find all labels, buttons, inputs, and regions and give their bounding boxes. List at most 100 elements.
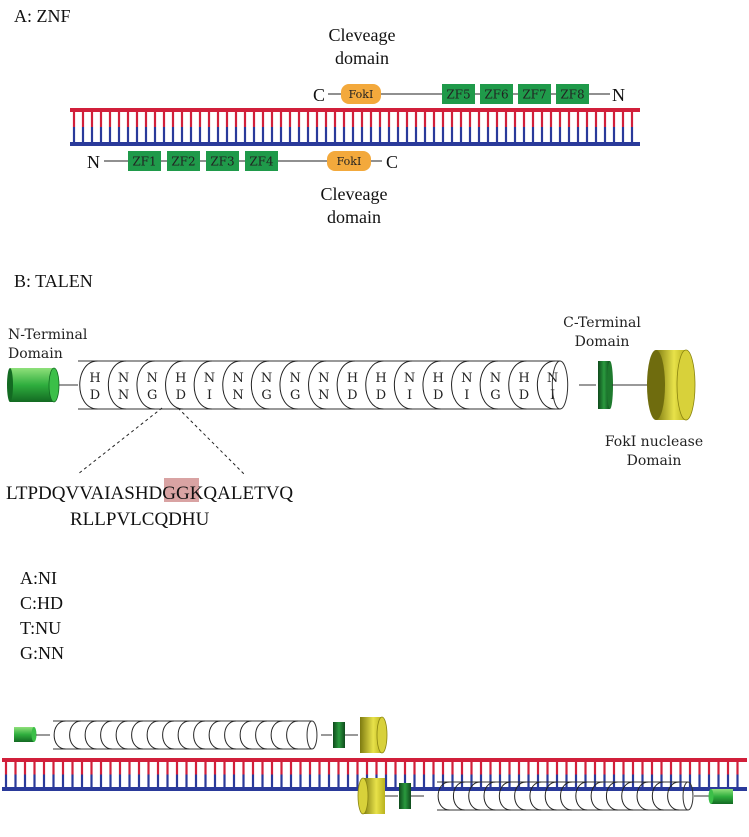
rvd-top-letter: N	[490, 371, 501, 386]
tale-repeat	[575, 781, 588, 811]
rvd-bottom-letter: D	[519, 388, 529, 403]
foki-label-top: FokI	[349, 88, 374, 101]
zinc-finger-box	[206, 151, 239, 171]
tale-repeat	[107, 360, 127, 410]
rvd-top-letter: H	[347, 371, 358, 386]
zinc-finger-box	[245, 151, 278, 171]
tale-repeat	[651, 781, 664, 811]
tale-repeat	[498, 781, 511, 811]
foki-nuclease-domain	[647, 349, 696, 421]
rvd-bottom-letter: I	[407, 388, 412, 403]
upper-nuclease	[360, 716, 388, 754]
cleavage-label-top-2: domain	[335, 48, 389, 68]
foki-domain-top	[341, 84, 381, 104]
zinc-finger-label: ZF8	[560, 88, 584, 102]
tale-repeat	[239, 720, 252, 750]
rvd-bottom-letter: D	[376, 388, 386, 403]
tale-repeat	[53, 720, 66, 750]
lower-c-terminal	[399, 783, 411, 809]
rvd-top-letter: H	[375, 371, 386, 386]
tale-repeat	[222, 360, 241, 410]
tale-repeat	[224, 720, 237, 750]
lower-n-terminal	[711, 789, 733, 804]
cleavage-label-bottom-2: domain	[327, 207, 381, 227]
rvd-bottom-letter: I	[464, 388, 469, 403]
hd-highlight	[164, 478, 199, 502]
tale-repeat	[483, 781, 496, 811]
rvd-bottom-letter: G	[147, 388, 157, 403]
sequence-suffix: GGKQALETVQ	[162, 483, 293, 504]
tale-repeat	[146, 720, 159, 750]
rvd-top-letter: N	[318, 371, 329, 386]
zinc-finger-label: ZF2	[171, 155, 195, 169]
n-terminal-label-2: Domain	[8, 346, 63, 362]
zinc-finger-box	[128, 151, 161, 171]
rvd-bottom-letter: I	[207, 388, 212, 403]
tale-repeat	[479, 360, 499, 410]
top-n-end: N	[612, 85, 625, 105]
cleavage-label-top-1: Cleveage	[329, 25, 396, 45]
tale-repeat	[636, 781, 649, 811]
tale-repeat	[193, 720, 206, 750]
rvd-top-letter: H	[175, 371, 186, 386]
tale-repeat	[165, 360, 184, 410]
tale-repeat	[605, 781, 618, 811]
repeat-sequence-line-2: RLLPVLCQDHU	[70, 509, 210, 530]
zoom-line-left	[77, 407, 163, 475]
zinc-finger-label: ZF3	[210, 155, 234, 169]
zinc-finger-box	[518, 84, 551, 104]
tale-repeat	[544, 781, 557, 811]
upper-c-terminal	[333, 722, 345, 748]
panel-b-title: B: TALEN	[14, 271, 93, 291]
zinc-finger-label: ZF1	[132, 155, 156, 169]
panel-b: B: TALEN N-Terminal Domain C-Terminal Do…	[6, 271, 703, 663]
tale-repeat	[560, 781, 573, 811]
rvd-bottom-letter: N	[232, 388, 243, 403]
tale-repeat	[270, 720, 283, 750]
rvd-bottom-letter: G	[490, 388, 500, 403]
c-terminal-domain	[598, 361, 613, 409]
rvd-top-letter: N	[461, 371, 472, 386]
lower-nuclease	[357, 777, 385, 815]
tale-repeat	[131, 720, 144, 750]
tale-repeat	[667, 781, 680, 811]
rvd-top-letter: N	[204, 371, 215, 386]
tale-repeat	[79, 360, 98, 410]
tale-repeat	[69, 720, 82, 750]
upper-talen	[14, 716, 388, 754]
n-terminal-label-1: N-Terminal	[8, 327, 88, 343]
rvd-bottom-letter: D	[90, 388, 100, 403]
zinc-finger-box	[556, 84, 589, 104]
zinc-finger-box	[167, 151, 200, 171]
tale-repeat	[529, 781, 542, 811]
rvd-top-letter: H	[433, 371, 444, 386]
zinc-finger-label: ZF6	[484, 88, 508, 102]
zoom-line-right	[177, 407, 245, 475]
repeat-array-end-cap	[551, 360, 569, 410]
code-c: C:HD	[20, 593, 63, 613]
rvd-top-letter: H	[89, 371, 100, 386]
rvd-bottom-letter: N	[318, 388, 329, 403]
tale-repeat	[621, 781, 634, 811]
cleavage-label-bottom-1: Cleveage	[321, 184, 388, 204]
zinc-finger-box	[480, 84, 513, 104]
lower-talen	[357, 777, 733, 815]
bottom-n-end: N	[87, 152, 100, 172]
tale-repeat	[193, 360, 213, 410]
tale-repeat	[136, 360, 155, 410]
panel-a-title: A: ZNF	[14, 6, 71, 26]
zinc-finger-label: ZF7	[522, 88, 546, 102]
repeat-array-end-cap	[306, 720, 318, 750]
rvd-bottom-letter: D	[433, 388, 443, 403]
code-a: A:NI	[20, 568, 57, 588]
rvd-top-letter: N	[290, 371, 301, 386]
tale-repeat	[437, 781, 450, 811]
tale-repeat	[468, 781, 481, 811]
tale-repeat	[393, 360, 413, 410]
n-terminal-domain	[7, 367, 60, 403]
